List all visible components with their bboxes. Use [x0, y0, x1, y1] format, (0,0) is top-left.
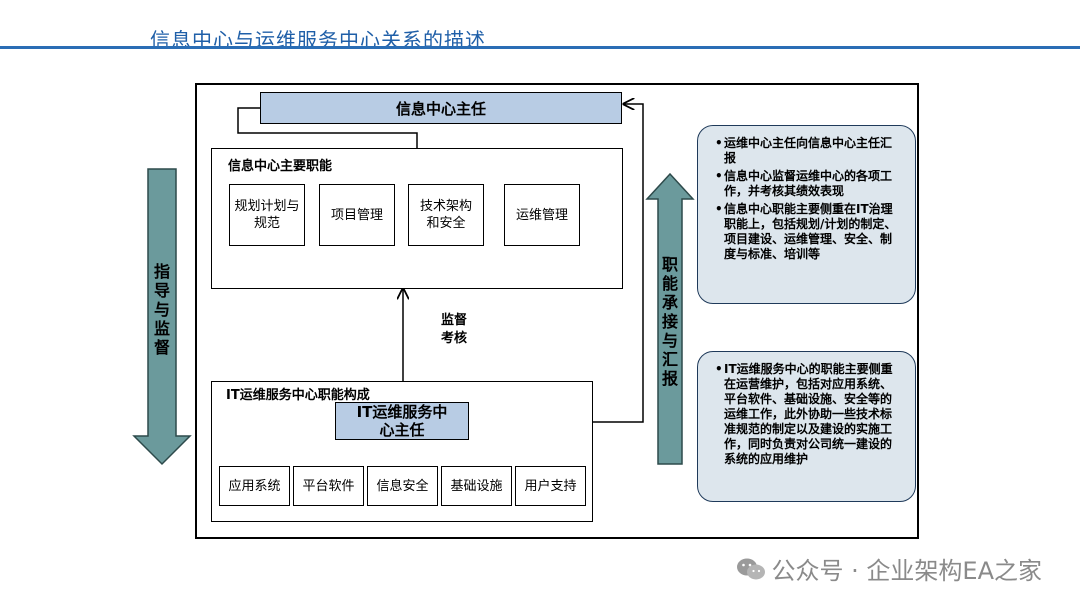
notes-top: 运维中心主任向信息中心主任汇报 信息中心监督运维中心的各项工作，并考核其绩效表现…: [697, 125, 916, 304]
it-item-user-support: 用户支持: [515, 466, 586, 506]
notes-bottom: IT运维服务中心的职能主要侧重在运营维护，包括对应用系统、平台软件、基础设施、安…: [697, 351, 916, 502]
supervise-label: 监督考核: [440, 313, 467, 346]
note-bottom-item: IT运维服务中心的职能主要侧重在运营维护，包括对应用系统、平台软件、基础设施、安…: [715, 362, 903, 467]
left-arrow-label: 指导与监督: [153, 262, 170, 357]
function-report-arrow: [645, 173, 695, 465]
functions-group-label: 信息中心主要职能: [228, 159, 333, 174]
diagram-frame: [195, 83, 919, 539]
it-ops-director-box: IT运维服务中心主任: [335, 402, 469, 440]
guide-supervise-arrow: [132, 168, 192, 466]
watermark: 公众号 · 企业架构EA之家: [736, 551, 1042, 586]
note-top-item: 运维中心主任向信息中心主任汇报: [715, 136, 903, 166]
it-item-platform-software: 平台软件: [293, 466, 364, 506]
it-item-application-systems: 应用系统: [219, 466, 290, 506]
function-operations-mgmt: 运维管理: [504, 184, 580, 246]
it-group-label: IT运维服务中心职能构成: [226, 388, 370, 403]
wechat-icon: [736, 558, 765, 579]
right-arrow-label: 职能承接与汇报: [661, 255, 678, 388]
function-planning: 规划计划与规范: [229, 184, 305, 246]
it-item-information-security: 信息安全: [367, 466, 438, 506]
watermark-text: 公众号 · 企业架构EA之家: [771, 557, 1042, 585]
info-center-director-box: 信息中心主任: [260, 92, 622, 124]
function-project-mgmt: 项目管理: [319, 184, 395, 246]
it-item-infrastructure: 基础设施: [441, 466, 512, 506]
function-architecture-security: 技术架构和安全: [408, 184, 484, 246]
note-top-item: 信息中心监督运维中心的各项工作，并考核其绩效表现: [715, 169, 903, 199]
title-underline: [0, 46, 1080, 49]
note-top-item: 信息中心职能主要侧重在IT治理职能上，包括规划/计划的制定、项目建设、运维管理、…: [715, 202, 903, 262]
